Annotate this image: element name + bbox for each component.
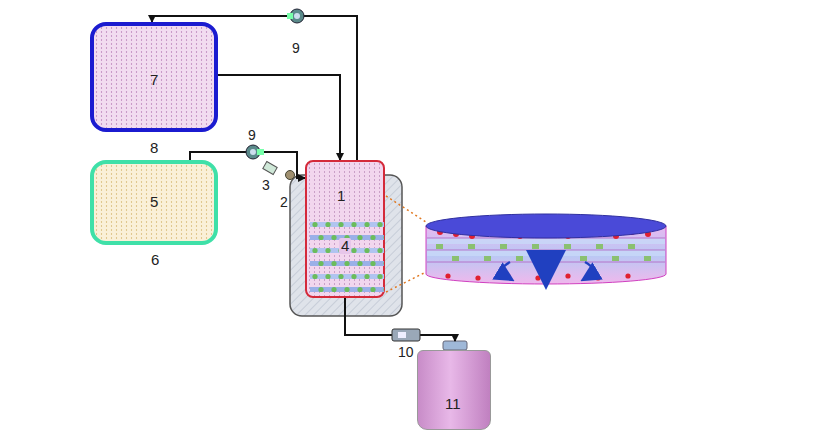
zoom-line xyxy=(386,272,426,292)
zoom-line xyxy=(386,196,426,222)
pump-icon xyxy=(287,9,304,23)
flow-meter-icon xyxy=(392,329,420,341)
callout-number: 6 xyxy=(151,252,159,268)
reactor-vessel: 14 xyxy=(305,160,385,298)
part-number: 5 xyxy=(150,194,158,210)
callout-number: 3 xyxy=(262,178,270,193)
membrane-layers xyxy=(310,216,384,296)
feed-tank: 56 xyxy=(90,160,218,245)
callout-number: 10 xyxy=(398,345,414,360)
collection-flask: 11 xyxy=(417,350,491,430)
callout-number: 9 xyxy=(248,128,256,143)
pump-icon xyxy=(246,145,264,159)
callout-number: 2 xyxy=(280,195,288,210)
filter-icon xyxy=(263,162,277,175)
membrane-inset xyxy=(426,214,666,284)
storage-tank: 78 xyxy=(90,22,218,132)
part-number: 1 xyxy=(337,188,345,204)
part-number: 7 xyxy=(150,72,158,88)
callout-number: 8 xyxy=(150,140,158,156)
part-number: 11 xyxy=(445,396,461,412)
pipe-connector xyxy=(218,75,340,160)
flask-cap xyxy=(443,341,467,350)
valve-icon xyxy=(286,171,295,180)
part-number: 4 xyxy=(339,238,351,254)
pipe-connector xyxy=(345,298,455,341)
callout-number: 9 xyxy=(292,41,300,56)
membrane-stack: 4 xyxy=(310,216,384,296)
